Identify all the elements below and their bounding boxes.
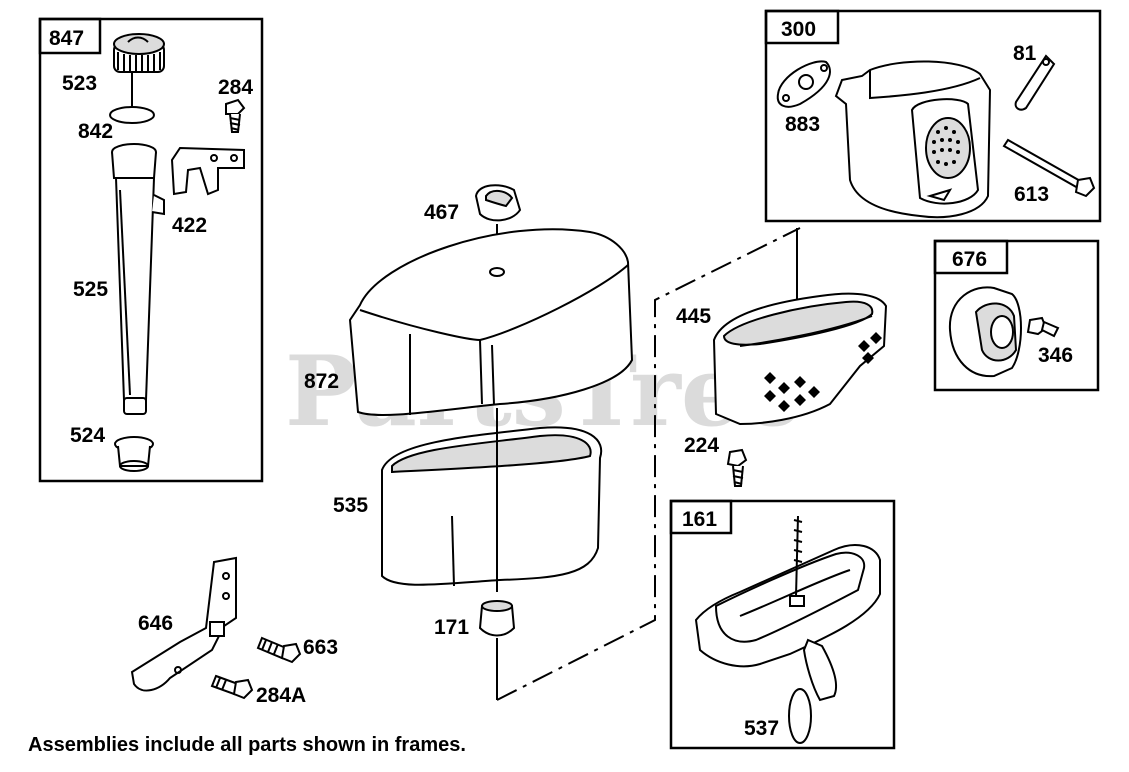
frame-300-label-box xyxy=(764,9,840,45)
label-524: 524 xyxy=(70,424,105,447)
part-842-o-ring xyxy=(109,106,155,124)
frame-847: 847 523 842 525 524 xyxy=(38,17,264,483)
assembly-connector xyxy=(496,227,801,701)
label-346: 346 xyxy=(1038,344,1073,367)
label-872: 872 xyxy=(304,370,339,393)
frame-300-border xyxy=(764,9,1102,223)
label-422: 422 xyxy=(172,214,207,237)
frame-161-label: 161 xyxy=(682,508,717,531)
label-224: 224 xyxy=(684,434,719,457)
part-663-screw xyxy=(256,636,302,664)
label-663: 663 xyxy=(303,636,338,659)
part-613-bolt xyxy=(1002,138,1096,198)
part-171-nut xyxy=(478,600,516,637)
part-224-screw xyxy=(726,448,748,487)
frame-847-label-box xyxy=(38,17,102,55)
label-284a: 284A xyxy=(256,684,306,707)
part-284-screw xyxy=(225,98,246,133)
part-872-air-cleaner-cover xyxy=(348,228,634,416)
label-467: 467 xyxy=(424,201,459,224)
filter-pleat-pattern xyxy=(764,332,882,412)
label-171: 171 xyxy=(434,616,469,639)
part-81-lock xyxy=(1014,54,1056,111)
label-81: 81 xyxy=(1013,42,1037,65)
frame-676-border xyxy=(933,239,1100,392)
label-613: 613 xyxy=(1014,183,1049,206)
part-525-dipstick-tube xyxy=(111,143,165,415)
part-muffler xyxy=(834,60,992,219)
part-284a-screw xyxy=(210,674,254,700)
frame-161: 161 537 xyxy=(669,499,896,750)
part-883-gasket xyxy=(776,60,831,108)
part-537-o-ring xyxy=(788,688,812,744)
label-646: 646 xyxy=(138,612,173,635)
part-646-bracket xyxy=(130,556,237,692)
muffler-screen-holes xyxy=(932,126,960,166)
frame-300: 300 883 81 xyxy=(764,9,1102,223)
label-537: 537 xyxy=(744,717,779,740)
frame-676-label: 676 xyxy=(952,248,987,271)
label-883: 883 xyxy=(785,113,820,136)
label-523: 523 xyxy=(62,72,97,95)
label-535: 535 xyxy=(333,494,368,517)
frame-161-label-box xyxy=(669,499,733,535)
label-445: 445 xyxy=(676,305,711,328)
part-346-screw xyxy=(1026,316,1060,338)
footer-note: Assemblies include all parts shown in fr… xyxy=(28,734,466,756)
frame-676-label-box xyxy=(933,239,1009,275)
part-445-filter xyxy=(712,292,888,426)
frame-847-border xyxy=(38,17,264,483)
label-842: 842 xyxy=(78,120,113,143)
part-161-base xyxy=(694,515,881,702)
part-467-knob xyxy=(474,184,522,222)
label-525: 525 xyxy=(73,278,108,301)
part-535-pre-cleaner xyxy=(381,426,603,587)
frame-847-label: 847 xyxy=(49,27,84,50)
part-523-dipstick-cap xyxy=(113,33,165,73)
part-524-grommet xyxy=(114,436,154,472)
frame-300-label: 300 xyxy=(781,18,816,41)
label-284: 284 xyxy=(218,76,253,99)
frame-676: 676 346 xyxy=(933,239,1100,392)
part-422-bracket xyxy=(170,146,245,196)
frame-161-border xyxy=(669,499,896,750)
part-676-adapter xyxy=(948,286,1022,378)
